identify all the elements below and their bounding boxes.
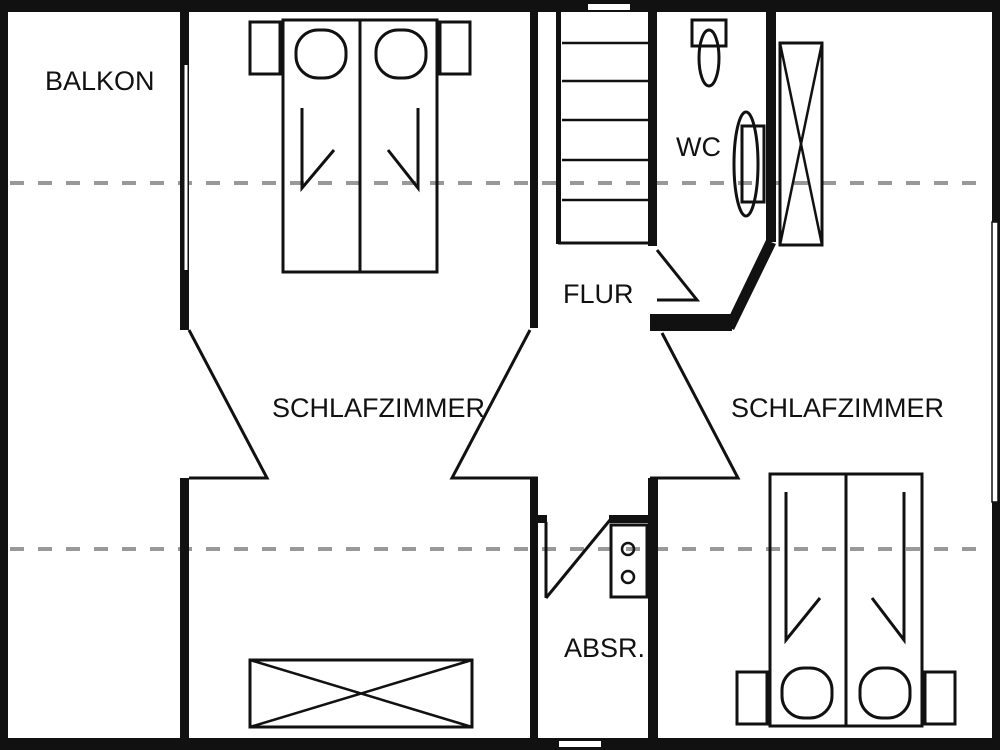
double-bed-left xyxy=(248,18,472,274)
room-label-wc: WC xyxy=(676,132,721,162)
storage-door-bottom xyxy=(557,739,603,749)
wardrobe-left xyxy=(248,658,474,729)
wall-bedroom-corridor-lower xyxy=(530,478,538,740)
wc-toilet xyxy=(690,18,728,88)
door-corridor-right xyxy=(650,332,741,480)
balcony-wall xyxy=(180,10,189,740)
door-left-bedroom xyxy=(187,329,270,480)
staircase xyxy=(556,2,650,245)
wc-sink xyxy=(732,110,766,218)
outer-wall-left xyxy=(0,0,8,750)
wall-bedroom-corridor-upper xyxy=(530,10,538,328)
room-label-flur: FLUR xyxy=(563,279,634,309)
wc-walls xyxy=(648,10,776,331)
door-corridor-left xyxy=(449,329,538,480)
window-right xyxy=(991,221,999,503)
room-label-absr: ABSR. xyxy=(564,633,645,663)
room-label-balkon: BALKON xyxy=(45,66,155,96)
room-label-schlafzimmer-right: SCHLAFZIMMER xyxy=(731,393,944,423)
outer-wall-top xyxy=(0,0,1000,12)
wardrobe-right xyxy=(778,41,824,247)
room-label-schlafzimmer-left: SCHLAFZIMMER xyxy=(272,393,485,423)
double-bed-right xyxy=(735,472,957,728)
storage-room xyxy=(538,478,658,740)
outer-wall-bottom xyxy=(0,738,1000,750)
door-wc xyxy=(655,249,701,302)
